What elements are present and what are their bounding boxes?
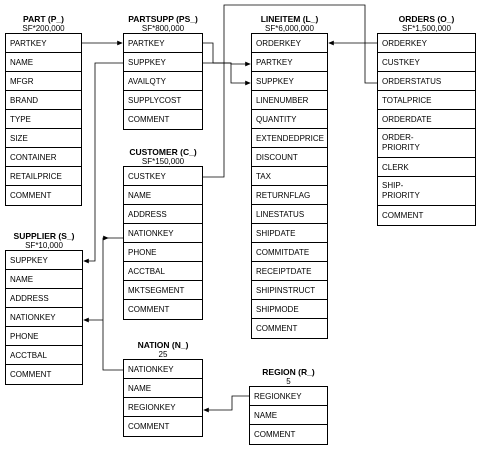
table-title: SUPPLIER (S_) (13, 231, 75, 241)
column-phone: PHONE (124, 243, 202, 262)
column-comment: COMMENT (10, 370, 52, 379)
column-list: ORDERKEY PARTKEY SUPPKEY LINENUMBER QUAN… (251, 33, 328, 339)
column-regionkey: REGIONKEY (250, 387, 327, 406)
column-type: TYPE (6, 110, 81, 129)
link-partsupp-supplier (83, 62, 123, 264)
table-title: REGION (R_) (262, 367, 315, 377)
table-lineitem: LINEITEM (L_) SF*6,000,000 ORDERKEY PART… (251, 14, 328, 339)
table-cardinality: SF*1,500,000 (402, 24, 451, 33)
table-supplier: SUPPLIER (S_) SF*10,000 SUPPKEY NAME ADD… (5, 231, 83, 385)
link-partsupp-lineitem-2 (203, 61, 251, 67)
column-mfgr: MFGR (6, 72, 81, 91)
table-cardinality: SF*150,000 (141, 157, 185, 166)
table-nation: NATION (N_) 25 NATIONKEY NAME REGIONKEY … (123, 340, 203, 437)
column-address: ADDRESS (6, 289, 82, 308)
table-cardinality: 25 (158, 350, 168, 359)
table-title: ORDERS (O_) (398, 14, 455, 24)
table-title: CUSTOMER (C_) (129, 147, 197, 157)
table-cardinality: SF*200,000 (22, 24, 65, 33)
link-customer-nation (102, 237, 123, 371)
link-region-nation (203, 395, 249, 413)
column-retailprice: RETAILPRICE (6, 167, 81, 186)
column-name: NAME (6, 53, 81, 72)
column-availqty: AVAILQTY (124, 72, 202, 91)
column-shipdate: SHIPDATE (252, 224, 327, 243)
column-comment: COMMENT (128, 422, 170, 431)
link-customer-orders (203, 4, 377, 178)
column-list: PARTKEY NAME MFGR BRAND TYPE SIZE CONTAI… (5, 33, 82, 206)
column-list: PARTKEY SUPPKEY AVAILQTY SUPPLYCOST COMM… (123, 33, 203, 130)
column-suppkey: SUPPKEY (124, 53, 202, 72)
column-name: NAME (124, 186, 202, 205)
column-list: CUSTKEY NAME ADDRESS NATIONKEY PHONE ACC… (123, 166, 203, 320)
column-comment: COMMENT (382, 211, 424, 220)
column-extendedprice: EXTENDEDPRICE (252, 129, 327, 148)
table-orders: ORDERS (O_) SF*1,500,000 ORDERKEY CUSTKE… (377, 14, 476, 226)
column-comment: COMMENT (256, 324, 298, 333)
column-shipmode: SHIPMODE (252, 300, 327, 319)
table-cardinality: 5 (286, 377, 291, 386)
column-regionkey: REGIONKEY (124, 398, 202, 417)
column-name: NAME (124, 379, 202, 398)
column-comment: COMMENT (254, 430, 296, 439)
column-orderpriority: ORDER-PRIORITY (378, 129, 475, 158)
column-tax: TAX (252, 167, 327, 186)
column-totalprice: TOTALPRICE (378, 91, 475, 110)
column-acctbal: ACCTBAL (124, 262, 202, 281)
column-commitdate: COMMITDATE (252, 243, 327, 262)
column-brand: BRAND (6, 91, 81, 110)
column-list: ORDERKEY CUSTKEY ORDERSTATUS TOTALPRICE … (377, 33, 476, 226)
column-list: NATIONKEY NAME REGIONKEY COMMENT (123, 359, 203, 437)
column-orderkey: ORDERKEY (378, 34, 475, 53)
column-name: NAME (250, 406, 327, 425)
column-address: ADDRESS (124, 205, 202, 224)
table-cardinality: SF*6,000,000 (265, 24, 314, 33)
column-linenumber: LINENUMBER (252, 91, 327, 110)
column-shipinstruct: SHIPINSTRUCT (252, 281, 327, 300)
column-suppkey: SUPPKEY (252, 72, 327, 91)
column-name: NAME (6, 270, 82, 289)
column-comment: COMMENT (10, 191, 52, 200)
column-orderkey: ORDERKEY (252, 34, 327, 53)
column-nationkey: NATIONKEY (124, 224, 202, 243)
table-title: PARTSUPP (PS_) (128, 14, 198, 24)
table-title: PART (P_) (23, 14, 64, 24)
column-shippriority: SHIP-PRIORITY (378, 177, 475, 206)
table-partsupp: PARTSUPP (PS_) SF*800,000 PARTKEY SUPPKE… (123, 14, 203, 130)
column-orderdate: ORDERDATE (378, 110, 475, 129)
column-quantity: QUANTITY (252, 110, 327, 129)
column-nationkey: NATIONKEY (6, 308, 82, 327)
column-supplycost: SUPPLYCOST (124, 91, 202, 110)
column-phone: PHONE (6, 327, 82, 346)
column-custkey: CUSTKEY (378, 53, 475, 72)
column-discount: DISCOUNT (252, 148, 327, 167)
table-title: NATION (N_) (137, 340, 189, 350)
column-returnflag: RETURNFLAG (252, 186, 327, 205)
table-customer: CUSTOMER (C_) SF*150,000 CUSTKEY NAME AD… (123, 147, 203, 320)
column-receiptdate: RECEIPTDATE (252, 262, 327, 281)
column-mktsegment: MKTSEGMENT (124, 281, 202, 300)
column-clerk: CLERK (378, 158, 475, 177)
column-linestatus: LINESTATUS (252, 205, 327, 224)
column-comment: COMMENT (128, 115, 170, 124)
table-title: LINEITEM (L_) (260, 14, 319, 24)
table-region: REGION (R_) 5 REGIONKEY NAME COMMENT (249, 367, 328, 445)
table-part: PART (P_) SF*200,000 PARTKEY NAME MFGR B… (5, 14, 82, 206)
column-partkey: PARTKEY (124, 34, 202, 53)
column-custkey: CUSTKEY (124, 167, 202, 186)
column-orderstatus: ORDERSTATUS (378, 72, 475, 91)
column-container: CONTAINER (6, 148, 81, 167)
column-size: SIZE (6, 129, 81, 148)
column-comment: COMMENT (128, 305, 170, 314)
column-list: REGIONKEY NAME COMMENT (249, 386, 328, 445)
column-acctbal: ACCTBAL (6, 346, 82, 365)
column-list: SUPPKEY NAME ADDRESS NATIONKEY PHONE ACC… (5, 250, 83, 385)
table-cardinality: SF*800,000 (141, 24, 185, 33)
table-cardinality: SF*10,000 (25, 241, 63, 250)
column-nationkey: NATIONKEY (124, 360, 202, 379)
column-partkey: PARTKEY (252, 53, 327, 72)
column-suppkey: SUPPKEY (6, 251, 82, 270)
column-partkey: PARTKEY (6, 34, 81, 53)
